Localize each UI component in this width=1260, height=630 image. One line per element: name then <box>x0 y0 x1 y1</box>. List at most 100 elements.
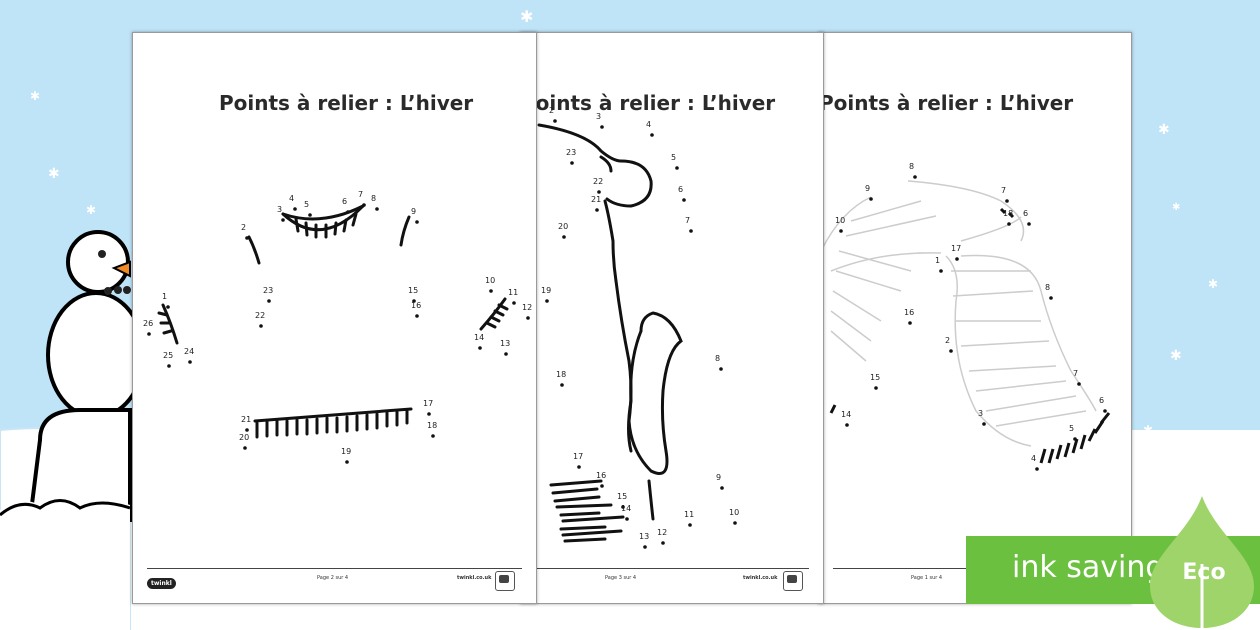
dot-point <box>281 218 285 222</box>
dot-point <box>562 235 566 239</box>
dot-point <box>1103 409 1107 413</box>
dot-point <box>939 269 943 273</box>
dot-number: 13 <box>500 339 510 348</box>
dot-number: 2 <box>549 106 554 115</box>
dot-point <box>1073 437 1077 441</box>
dot-number: 21 <box>241 415 251 424</box>
dot-point <box>504 352 508 356</box>
sheet-title: Points à relier : L’hiver <box>521 91 776 115</box>
footer-badge-icon <box>495 571 515 591</box>
dot-point <box>570 161 574 165</box>
dot-point <box>682 198 686 202</box>
dot-point <box>600 125 604 129</box>
dot-point <box>1007 222 1011 226</box>
dot-number: 7 <box>1073 369 1078 378</box>
svg-text:✱: ✱ <box>1208 277 1218 291</box>
dot-point <box>243 446 247 450</box>
dot-point <box>597 190 601 194</box>
dot-number: 22 <box>593 177 603 186</box>
page-number: Page 3 sur 4 <box>605 575 637 581</box>
dot-number: 15 <box>870 373 880 382</box>
dot-point <box>545 299 549 303</box>
svg-text:✱: ✱ <box>1170 348 1182 364</box>
svg-text:✱: ✱ <box>1172 202 1180 213</box>
dot-point <box>577 465 581 469</box>
dot-point <box>167 364 171 368</box>
dot-number: 12 <box>522 303 532 312</box>
dot-number: 11 <box>508 288 518 297</box>
dot-number: 23 <box>566 148 576 157</box>
dot-number: 15 <box>617 492 627 501</box>
page-footer <box>535 568 809 569</box>
dot-number: 24 <box>184 347 194 356</box>
sheet-title: Points à relier : L’hiver <box>819 91 1074 115</box>
dot-point <box>675 166 679 170</box>
dot-point <box>560 383 564 387</box>
dot-number: 19 <box>541 286 551 295</box>
dot-number: 11 <box>684 510 694 519</box>
dot-point <box>1035 467 1039 471</box>
dot-number: 17 <box>573 452 583 461</box>
dot-number: 1 <box>935 256 940 265</box>
dot-number: 3 <box>978 409 983 418</box>
dot-point <box>489 289 493 293</box>
svg-text:✱: ✱ <box>1143 423 1153 437</box>
worksheet-page-1: Points à relier : L’hiver <box>818 32 1132 604</box>
dot-point <box>908 321 912 325</box>
dot-point <box>689 229 693 233</box>
dot-number: 7 <box>685 216 690 225</box>
footer-badge-icon <box>783 571 803 591</box>
dot-point <box>188 360 192 364</box>
dot-number: 2 <box>241 223 246 232</box>
dot-number: 14 <box>474 333 484 342</box>
dot-number: 14 <box>621 504 631 513</box>
dot-point <box>1005 199 1009 203</box>
svg-text:✱: ✱ <box>30 89 40 103</box>
dot-number: 4 <box>1031 454 1036 463</box>
dot-number: 5 <box>1069 424 1074 433</box>
svg-text:✱: ✱ <box>48 166 60 182</box>
dot-number: 20 <box>558 222 568 231</box>
dot-number: 9 <box>716 473 721 482</box>
dot-number: 19 <box>341 447 351 456</box>
svg-text:✱: ✱ <box>520 7 533 26</box>
dot-number: 16 <box>596 471 606 480</box>
dot-point <box>427 412 431 416</box>
dot-number: 17 <box>951 244 961 253</box>
dot-number: 1 <box>162 292 167 301</box>
page-footer <box>147 568 522 569</box>
dot-number: 14 <box>841 410 851 419</box>
svg-text:✱: ✱ <box>1158 122 1170 138</box>
dot-number: 8 <box>1045 283 1050 292</box>
dot-number: 9 <box>411 207 416 216</box>
dot-point <box>346 210 350 214</box>
dot-number: 16 <box>904 308 914 317</box>
dot-point <box>245 236 249 240</box>
dot-point <box>719 367 723 371</box>
page-number: Page 1 sur 4 <box>911 575 943 581</box>
dot-point <box>661 541 665 545</box>
dot-number: 16 <box>411 301 421 310</box>
dot-point <box>415 220 419 224</box>
dot-number: 15 <box>408 286 418 295</box>
dot-point <box>600 484 604 488</box>
footer-site: twinkl.co.uk <box>457 575 492 581</box>
dot-number: 21 <box>591 195 601 204</box>
dot-point <box>625 517 629 521</box>
dot-point <box>267 299 271 303</box>
dot-point <box>478 346 482 350</box>
dot-point <box>874 386 878 390</box>
dot-point <box>1049 296 1053 300</box>
dot-point <box>166 305 170 309</box>
dot-number: 8 <box>715 354 720 363</box>
eco-drop-icon <box>1150 496 1254 630</box>
dot-point <box>595 208 599 212</box>
dot-number: 3 <box>277 205 282 214</box>
ink-saving-label: ink saving <box>1012 550 1165 585</box>
dot-point <box>415 314 419 318</box>
page-number: Page 2 sur 4 <box>317 575 349 581</box>
